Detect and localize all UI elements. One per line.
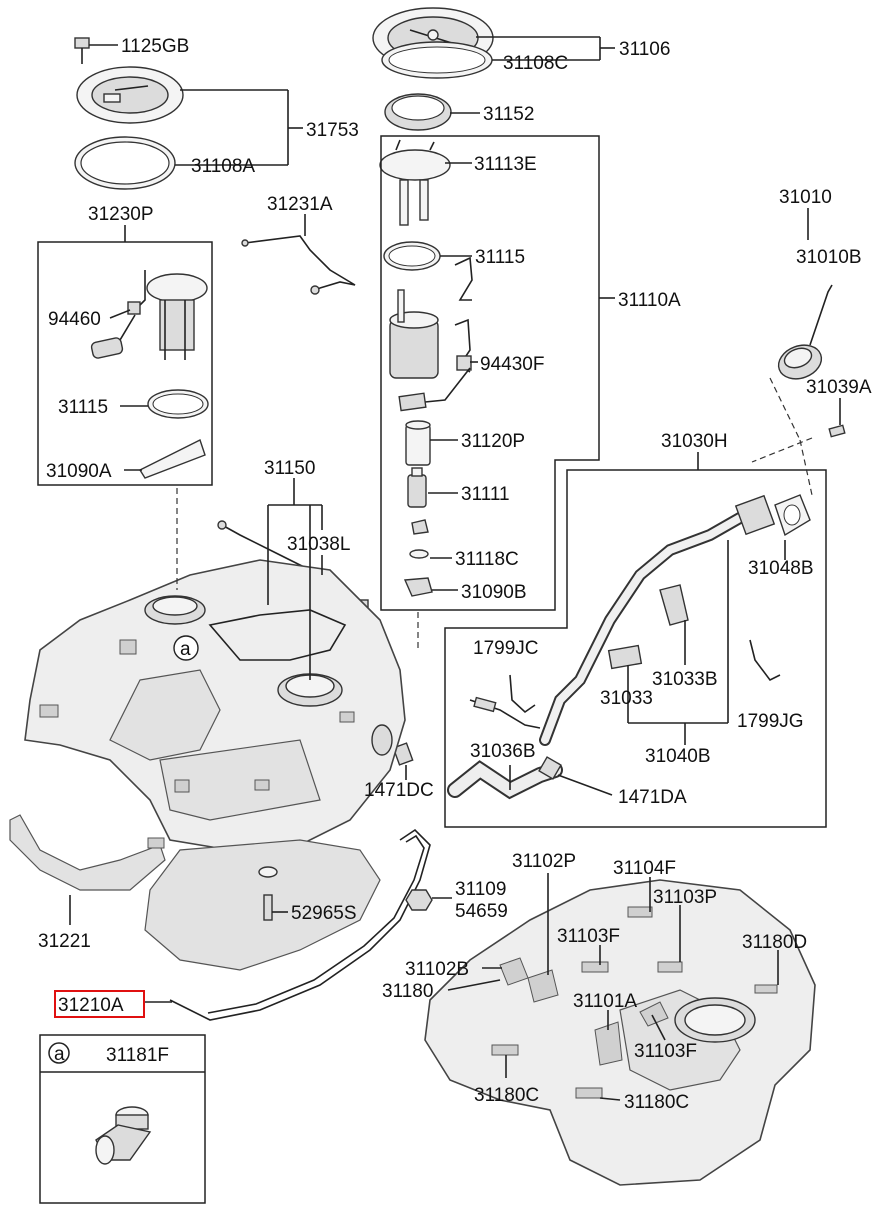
box-31110A [380,135,600,611]
filler-neck-31030H-drawing [392,494,811,800]
fuel-tank-lower-right-drawing [424,879,816,1186]
label-1799JG: 1799JG [737,711,804,732]
label-1799JC: 1799JC [473,638,539,659]
label-31231A: 31231A [267,194,333,215]
label-31113E: 31113E [474,154,537,175]
module-31230P-drawing [90,270,209,479]
part-labels: 1125GB 31106 31108C 31753 31152 31108A 3… [38,36,872,1113]
label-31102B: 31102B [405,959,469,980]
bolt-52965S-drawing [258,866,278,921]
label-31111: 31111 [461,484,510,505]
label-31181F: 31181F [106,1045,169,1066]
o-ring-31115-center-drawing [383,241,441,271]
label-31033: 31033 [600,688,653,709]
label-31038L: 31038L [287,534,350,555]
label-54659: 54659 [455,901,508,922]
strap-31221-drawing [9,814,166,891]
label-31048B: 31048B [748,558,814,579]
filler-cap-31010-drawing [777,284,833,380]
label-31102P: 31102P [512,851,576,872]
label-31180D: 31180D [742,932,807,953]
label-31040B: 31040B [645,746,711,767]
dashed-alignment-lines [176,377,813,648]
part-31181F-drawing [95,1106,152,1165]
strap-31210A-drawing [169,828,431,1021]
label-a-box: a [54,1044,65,1065]
label-31115-left: 31115 [58,397,108,418]
label-31221: 31221 [38,931,91,952]
pump-motor-31111-drawing [407,467,427,508]
pump-reservoir-drawing [389,256,473,412]
label-31180: 31180 [382,981,433,1002]
label-31152: 31152 [483,104,534,125]
label-31103F-lower: 31103F [634,1041,697,1062]
label-31039A: 31039A [806,377,872,398]
label-31036B: 31036B [470,741,536,762]
label-31030H: 31030H [661,431,728,452]
label-31115-center: 31115 [475,247,525,268]
strainer-31090B-drawing [403,577,433,597]
label-31090B: 31090B [461,582,527,603]
label-31090A: 31090A [46,461,112,482]
highlight-box-31210A [54,990,145,1018]
pump-flange-31113E-drawing [379,139,451,226]
label-31120P: 31120P [461,431,525,452]
label-94460: 94460 [48,309,101,330]
label-31010: 31010 [779,187,832,208]
label-31150: 31150 [264,458,315,479]
gasket-31108A-drawing [74,136,176,190]
label-31103F-upper: 31103F [557,926,620,947]
label-31108A: 31108A [191,156,255,177]
bolt-1125GB-drawing [74,37,90,64]
label-31180C-left: 31180C [474,1085,539,1106]
label-31108C: 31108C [503,53,568,74]
filter-31120P-drawing [405,420,431,466]
label-31118C: 31118C [455,549,519,570]
label-31753: 31753 [306,120,359,141]
label-1125GB: 1125GB [121,36,189,57]
label-31230P: 31230P [88,204,154,225]
label-1471DC: 1471DC [364,780,434,801]
label-31180C-right: 31180C [624,1092,689,1113]
label-31010B: 31010B [796,247,862,268]
box-a-31181F [39,1034,206,1204]
label-31103P: 31103P [653,887,717,908]
label-31104F: 31104F [613,858,676,879]
clip-31118C-drawing [409,519,429,559]
screw-31039A-drawing [828,424,846,438]
label-31106: 31106 [619,39,670,60]
gasket-31108C-drawing [381,41,493,79]
label-31109: 31109 [455,879,506,900]
tank-lower-shell-drawing [144,839,381,971]
label-52965S: 52965S [291,903,357,924]
label-31110A: 31110A [618,290,681,311]
label-1471DA: 1471DA [618,787,687,808]
fuel-line-31231A-drawing [241,235,356,295]
label-94430F: 94430F [480,354,544,375]
leader-lines [69,36,841,1101]
label-31101A: 31101A [573,991,637,1012]
label-31033B: 31033B [652,669,718,690]
label-a-marker: a [180,639,191,660]
box-31030H [444,469,827,828]
label-31210A: 31210A [58,995,124,1016]
fuel-tank-upper-drawing [24,559,406,851]
nut-31109-drawing [405,889,433,911]
cover-plate-31753-drawing [76,66,184,124]
lock-ring-31152-drawing [384,93,452,131]
